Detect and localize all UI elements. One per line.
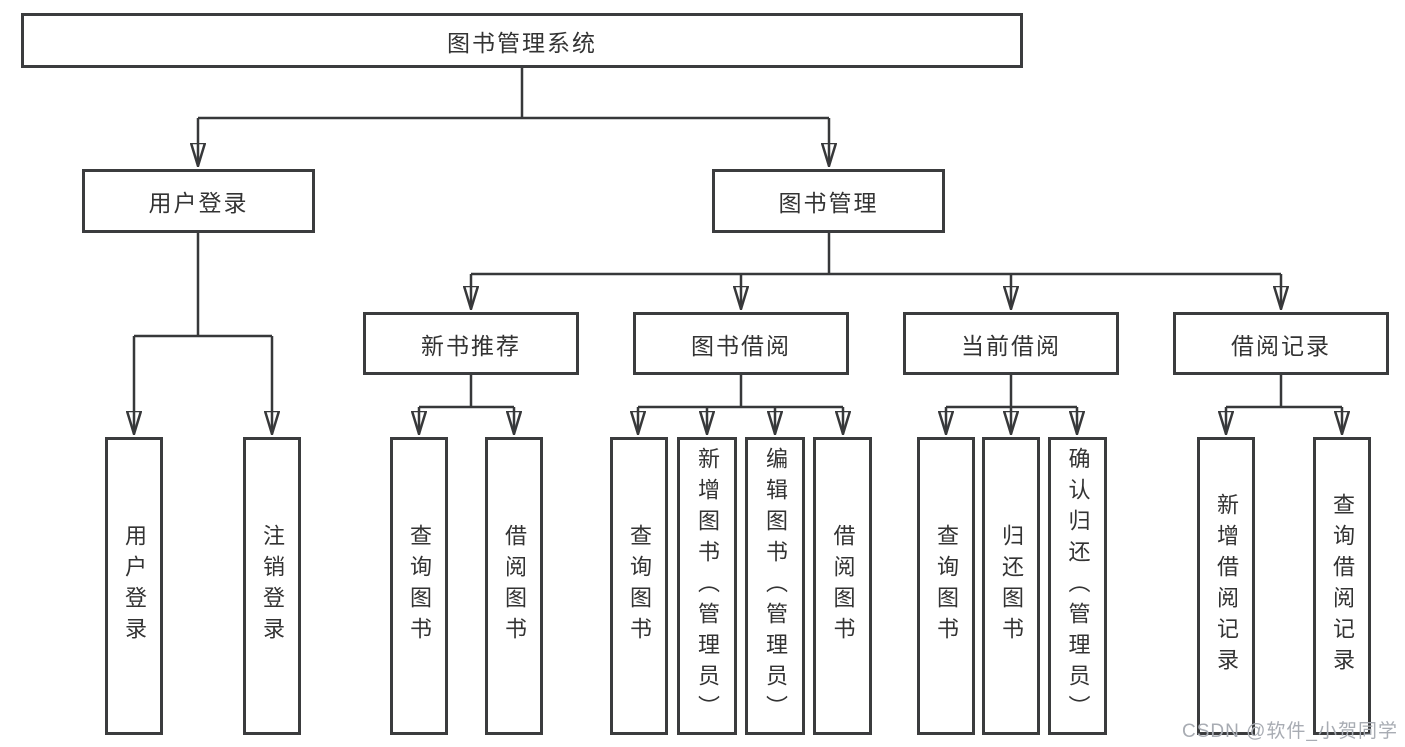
node-borrow-records: 借阅记录 — [1173, 312, 1389, 375]
node-new-book-rec: 新书推荐 — [363, 312, 579, 375]
node-book-mgmt: 图书管理 — [712, 169, 945, 233]
node-leaf-borrow-book-2: 借阅图书 — [813, 437, 872, 735]
node-leaf-edit-book: 编辑图书（管理员） — [745, 437, 805, 735]
watermark-text: CSDN @软件_小贺同学 — [1182, 721, 1398, 742]
node-leaf-logout: 注销登录 — [243, 437, 301, 735]
node-leaf-query-book-2: 查询图书 — [610, 437, 668, 735]
connector-lines — [134, 68, 1342, 409]
node-user-login: 用户登录 — [82, 169, 315, 233]
node-root: 图书管理系统 — [21, 13, 1023, 68]
node-leaf-add-book: 新增图书（管理员） — [677, 437, 737, 735]
node-book-borrow: 图书借阅 — [633, 312, 849, 375]
node-leaf-query-book-1: 查询图书 — [390, 437, 448, 735]
node-leaf-query-book-3: 查询图书 — [917, 437, 975, 735]
node-leaf-add-record: 新增借阅记录 — [1197, 437, 1255, 735]
node-leaf-return-book: 归还图书 — [982, 437, 1040, 735]
node-leaf-borrow-book-1: 借阅图书 — [485, 437, 543, 735]
node-leaf-confirm-return: 确认归还（管理员） — [1048, 437, 1107, 735]
node-leaf-query-record: 查询借阅记录 — [1313, 437, 1371, 735]
node-current-borrow: 当前借阅 — [903, 312, 1119, 375]
node-leaf-user-login: 用户登录 — [105, 437, 163, 735]
